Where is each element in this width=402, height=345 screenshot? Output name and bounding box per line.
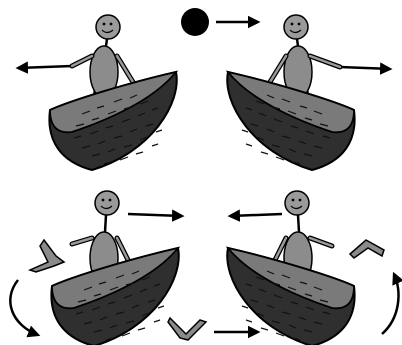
- arrow-right-icon: [128, 214, 182, 216]
- boomerang-icon: [350, 240, 384, 258]
- arrow-right-icon: [340, 67, 390, 69]
- curved-arrow-icon: [382, 274, 398, 334]
- panel-bottom-left: [10, 191, 182, 345]
- boomerang-icon: [30, 240, 64, 272]
- panel-top-right: [181, 8, 390, 170]
- black-ball-icon: [181, 8, 209, 36]
- arrow-left-icon: [18, 66, 72, 68]
- boomerang-icon: [168, 318, 206, 340]
- panel-bottom-right: [168, 191, 398, 345]
- panel-top-left: [18, 15, 177, 170]
- arrow-left-icon: [230, 214, 282, 216]
- curved-arrow-icon: [10, 280, 38, 335]
